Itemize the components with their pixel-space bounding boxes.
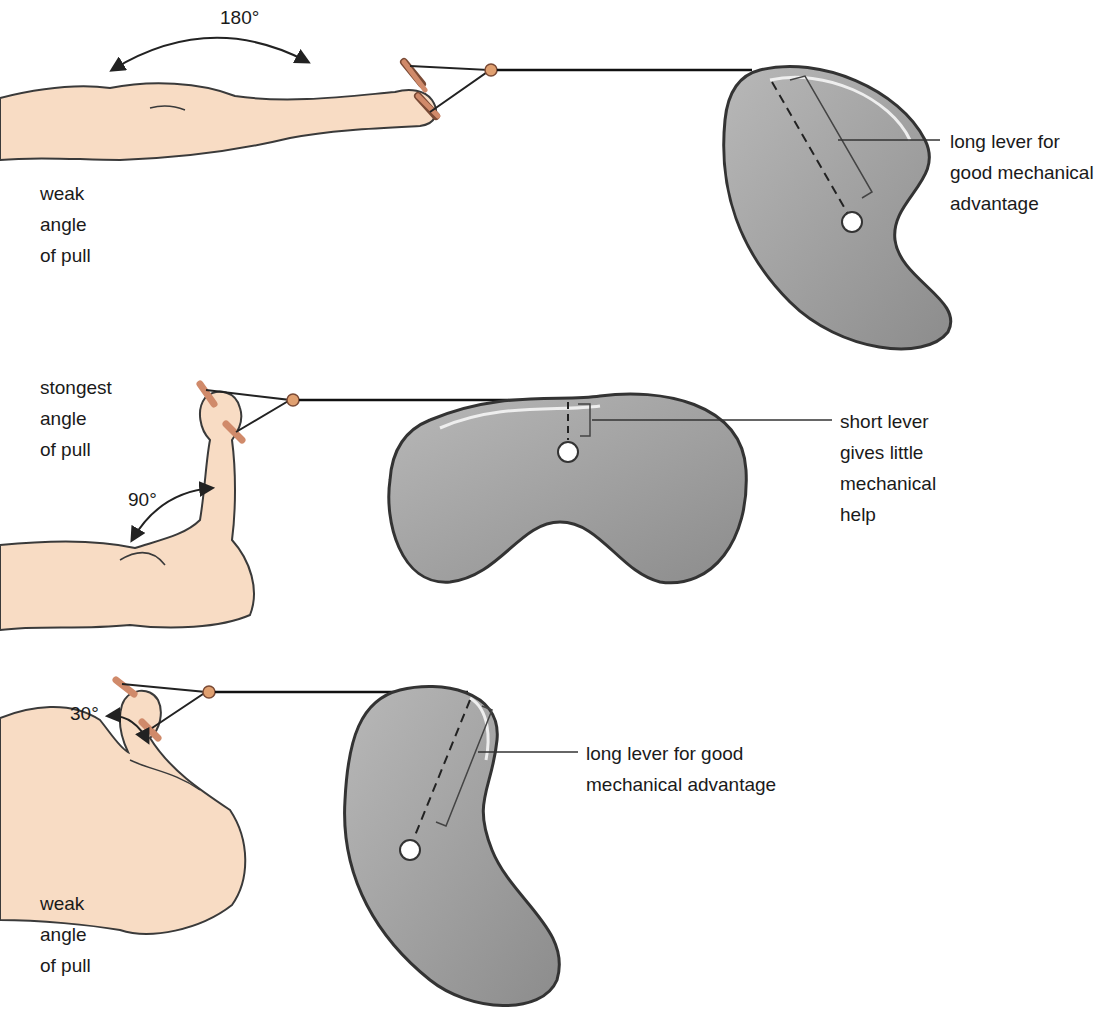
annotation: short lever gives little mechanical help	[840, 406, 960, 530]
annotation: long lever for good mechanical advantage	[586, 738, 826, 800]
annotation: weak angle of pull	[40, 888, 100, 981]
annotation: long lever for good mechanical advantage	[950, 126, 1100, 219]
bent-arm	[0, 392, 254, 630]
straight-arm	[0, 83, 436, 160]
angle-label: 180°	[220, 2, 300, 33]
cam	[389, 394, 832, 583]
angle-arc	[108, 716, 148, 742]
cam	[345, 687, 578, 1006]
angle-label: 90°	[128, 484, 188, 515]
angle-arc	[112, 38, 308, 70]
cam	[724, 66, 951, 348]
angle-label: 30°	[70, 698, 130, 729]
annotation: weak angle of pull	[40, 178, 100, 271]
annotation: stongest angle of pull	[40, 372, 100, 465]
pull-handle	[404, 62, 752, 116]
flexed-arm	[0, 691, 245, 934]
